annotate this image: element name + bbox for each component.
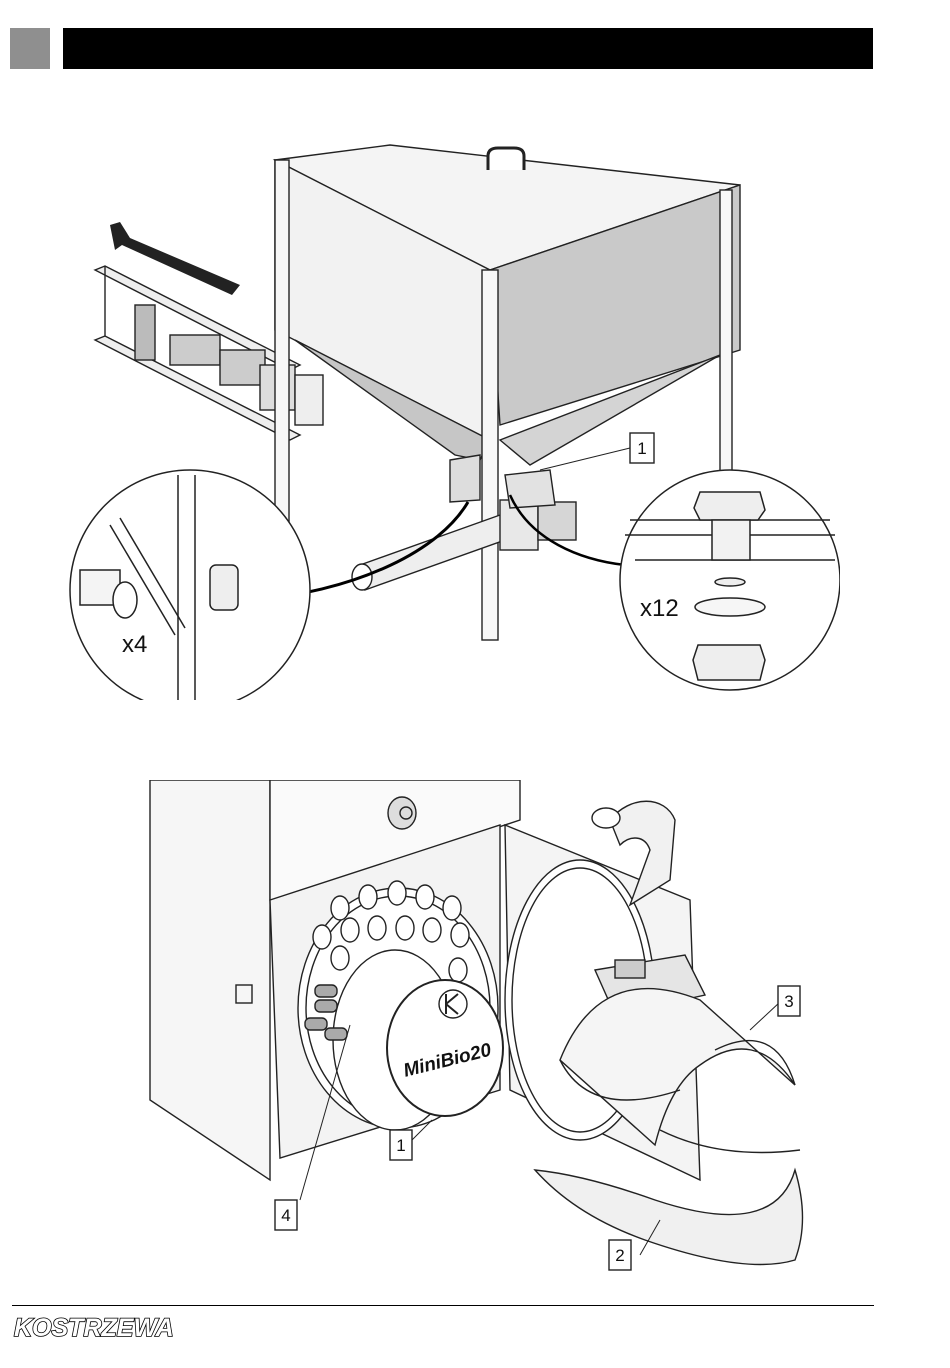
quantity-x4-label: x4 bbox=[122, 631, 147, 658]
callout-4-label: 4 bbox=[281, 1206, 290, 1225]
detail-circle-right bbox=[620, 470, 840, 690]
insulation-shell-bottom bbox=[535, 1170, 803, 1265]
header-bar bbox=[63, 28, 873, 69]
callout-3-label: 3 bbox=[784, 992, 793, 1011]
quantity-x12-label: x12 bbox=[640, 595, 679, 622]
callout-1-label: 1 bbox=[637, 439, 646, 458]
boiler-body bbox=[150, 780, 270, 1180]
callout-2-label: 2 bbox=[615, 1246, 624, 1265]
brand-name: KOSTRZEWA bbox=[14, 1314, 174, 1342]
hopper-assembly-figure: x4 x12 1 bbox=[60, 140, 840, 700]
kostrzewa-logo: KOSTRZEWA bbox=[12, 1312, 212, 1342]
detail-circle-left bbox=[70, 470, 310, 700]
section-marker bbox=[10, 28, 50, 69]
screw-pipe bbox=[352, 500, 576, 590]
footer-rule bbox=[12, 1305, 874, 1306]
callout-1-label: 1 bbox=[396, 1136, 405, 1155]
boiler-door-figure: MiniBio20 1 2 3 4 bbox=[140, 780, 840, 1300]
